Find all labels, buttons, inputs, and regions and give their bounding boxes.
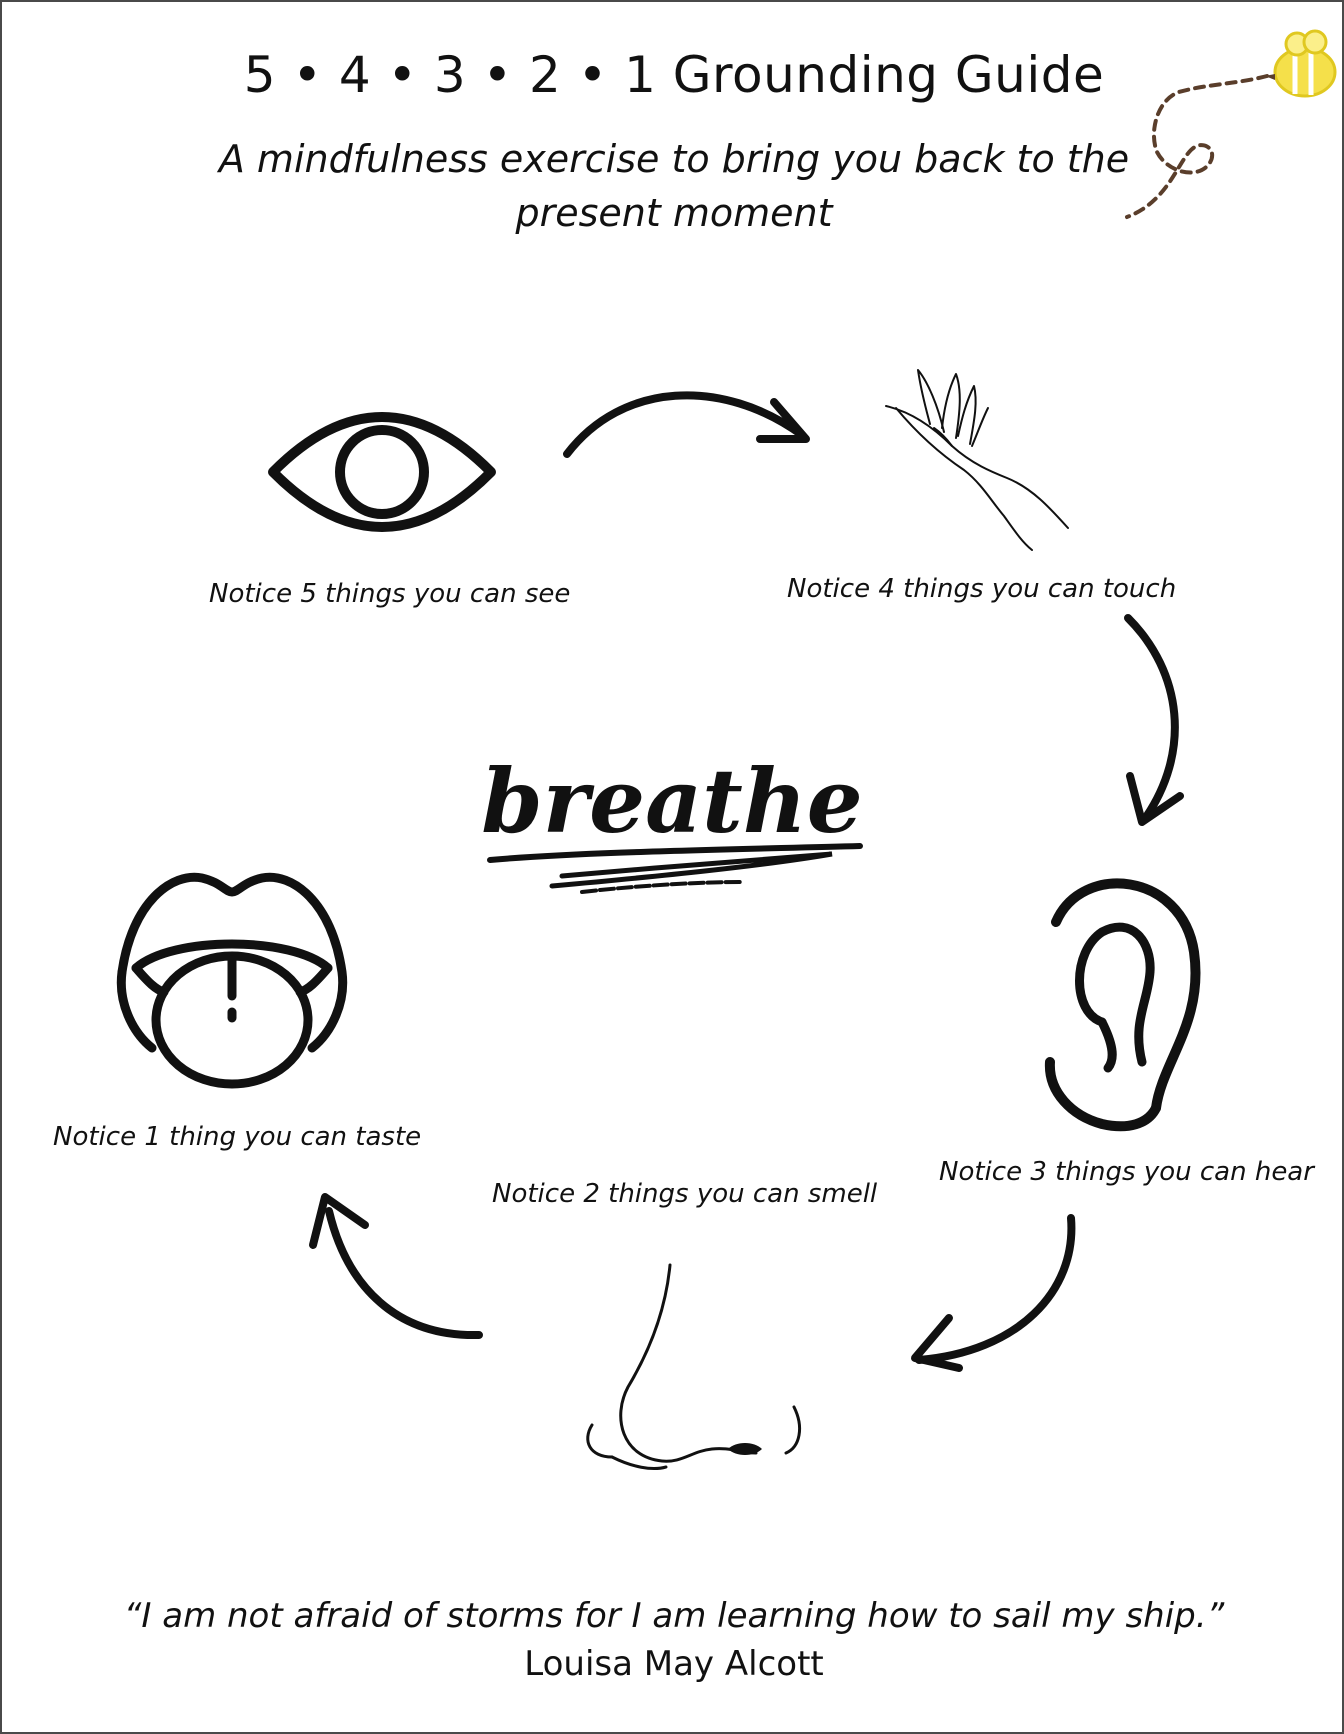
breathe-brush-word: breathe [481, 749, 863, 894]
quote-text: “I am not afraid of storms for I am lear… [123, 1596, 1225, 1636]
caption-see: Notice 5 things you can see [209, 579, 571, 609]
bee-icon [1125, 29, 1337, 219]
caption-hear: Notice 3 things you can hear [939, 1157, 1314, 1187]
mouth-icon [116, 872, 348, 1089]
arrow-touch-to-hear [1124, 614, 1184, 826]
arrow-smell-to-taste [309, 1193, 483, 1340]
eye-icon [268, 412, 496, 532]
caption-taste: Notice 1 thing you can taste [53, 1122, 422, 1152]
breathe-text: breathe [481, 749, 863, 853]
quote-author: Louisa May Alcott [524, 1644, 824, 1684]
caption-smell: Notice 2 things you can smell [492, 1179, 878, 1209]
arrow-see-to-touch [563, 391, 810, 458]
nose-icon [586, 1263, 802, 1471]
caption-touch: Notice 4 things you can touch [787, 574, 1177, 604]
hand-icon [885, 369, 1069, 551]
bee-trail [1125, 74, 1269, 219]
arrow-hear-to-smell [911, 1214, 1076, 1372]
page-subtitle: A mindfulness exercise to bring you back… [218, 137, 1130, 235]
page-title: 5 • 4 • 3 • 2 • 1 Grounding Guide [243, 46, 1105, 104]
ear-icon [1044, 878, 1201, 1132]
